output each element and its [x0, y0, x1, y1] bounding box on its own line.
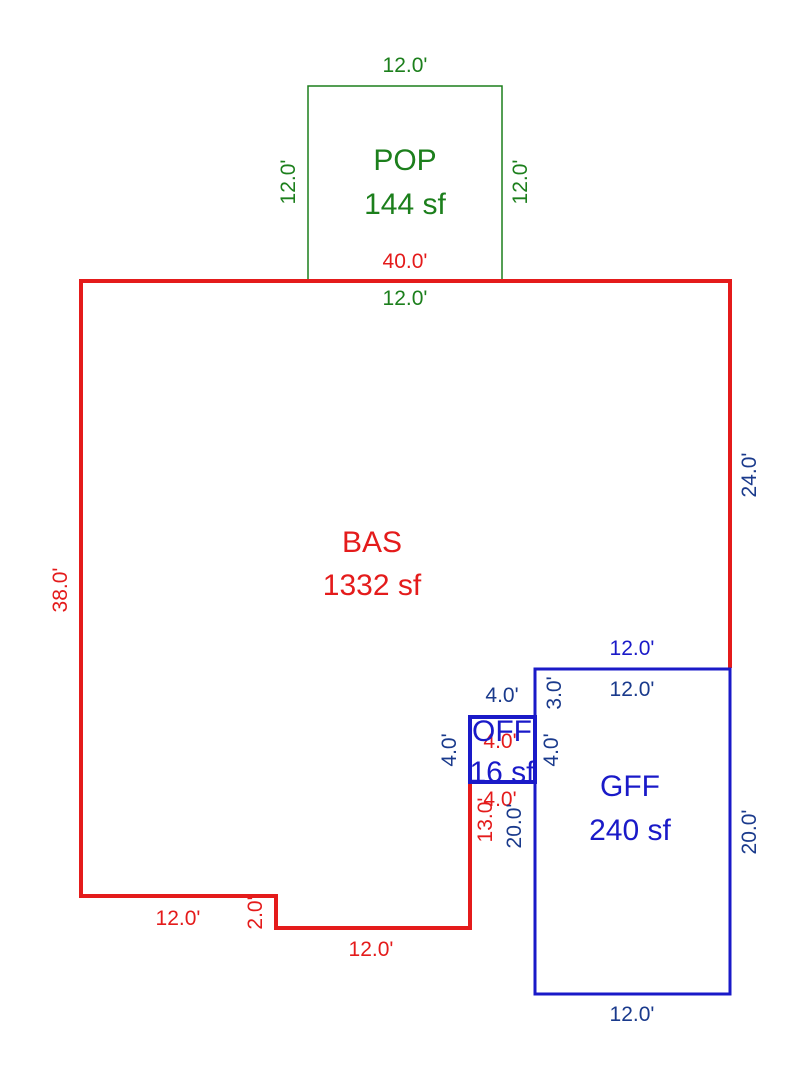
gff-dim-top-outer: 12.0'	[610, 637, 655, 660]
bas-name: BAS	[342, 526, 402, 559]
off-area: 4.0' 4.0' 4.0' OFF 16 sf	[438, 684, 563, 789]
bas-outline	[79, 279, 732, 930]
bas-dim-notch-bottom: 4.0'	[483, 788, 516, 811]
bas-dim-top: 40.0'	[383, 250, 428, 273]
off-dim-right: 4.0'	[540, 733, 563, 766]
pop-dim-right: 12.0'	[509, 160, 532, 205]
gff-area-value: 240 sf	[589, 814, 671, 847]
pop-area-value: 144 sf	[364, 188, 446, 221]
gff-dim-right-upper: 24.0'	[738, 453, 761, 498]
off-outline	[468, 715, 537, 784]
bas-dim-bottom-left: 12.0'	[156, 907, 201, 930]
bas-dim-notch-top: 4.0'	[483, 730, 516, 753]
pop-name: POP	[373, 144, 436, 177]
gff-area: 12.0' 12.0' 24.0' 20.0' 20.0' 3.0' GFF 2…	[503, 453, 761, 1026]
pop-area: 12.0' 12.0' 12.0' POP 144 sf 12.0'	[277, 54, 532, 310]
bas-dim-step: 2.0'	[244, 896, 267, 929]
bas-dim-bottom-mid: 12.0'	[349, 938, 394, 961]
gff-dim-top-inner: 12.0'	[610, 678, 655, 701]
pop-dim-top: 12.0'	[383, 54, 428, 77]
bas-dim-left: 38.0'	[49, 568, 72, 613]
bas-dim-inner-vertical: 13.0'	[474, 798, 497, 843]
pop-dim-bottom: 12.0'	[383, 287, 428, 310]
gff-outline	[533, 667, 732, 996]
off-dim-left: 4.0'	[438, 733, 461, 766]
bas-area-value: 1332 sf	[323, 569, 422, 602]
off-name: OFF	[472, 715, 532, 748]
bas-area: 40.0' 38.0' BAS 1332 sf 12.0' 2.0' 12.0'…	[49, 250, 732, 961]
off-dim-top: 4.0'	[485, 684, 518, 707]
gff-name: GFF	[600, 770, 660, 803]
gff-dim-small-vertical: 3.0'	[543, 676, 566, 709]
off-area-value: 16 sf	[469, 756, 535, 789]
gff-dim-left: 20.0'	[503, 804, 526, 849]
pop-dim-left: 12.0'	[277, 160, 300, 205]
gff-dim-bottom: 12.0'	[610, 1003, 655, 1026]
gff-dim-right: 20.0'	[738, 810, 761, 855]
